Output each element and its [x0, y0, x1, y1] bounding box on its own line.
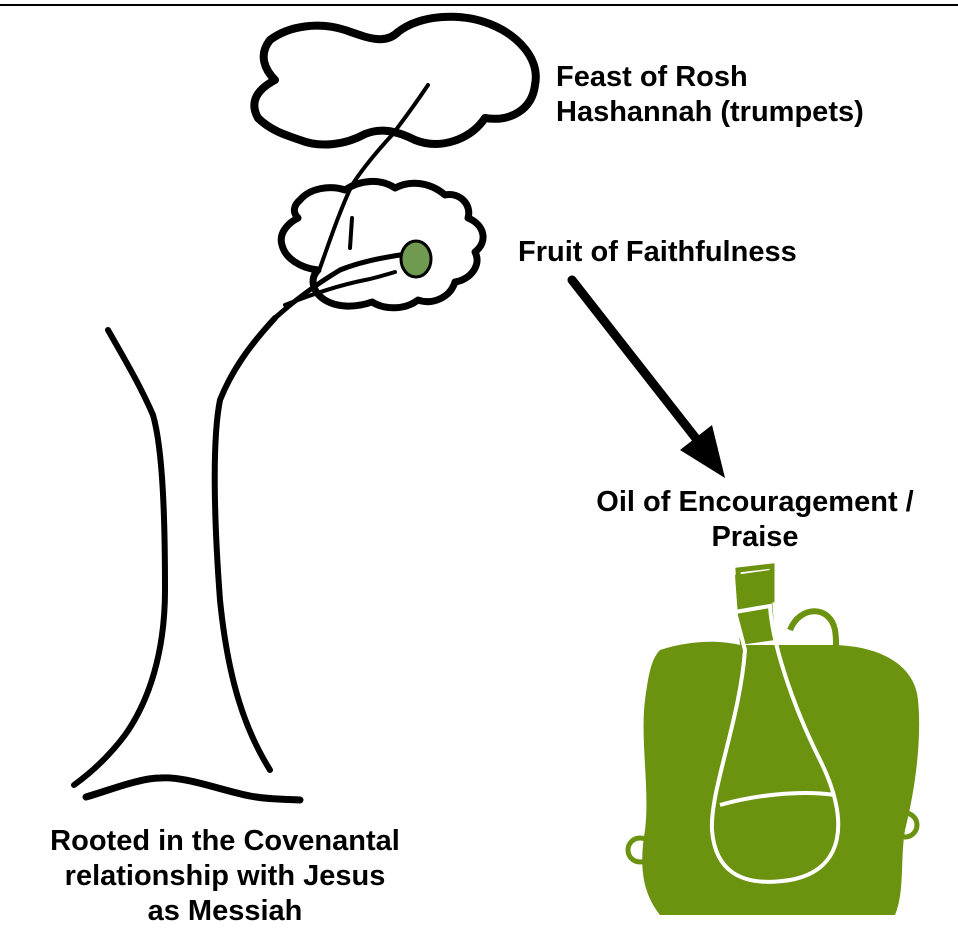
tree-trunk-right	[215, 318, 275, 770]
oil-jar-handle-hi	[800, 624, 826, 640]
tree-roots	[86, 778, 300, 800]
tree	[74, 17, 536, 800]
oil-jar-body	[642, 642, 919, 915]
arrow-shaft	[572, 280, 705, 450]
label-rooted-line-2: relationship with Jesus	[0, 859, 450, 894]
tree-leaf-lower	[281, 181, 483, 307]
fruit-olive	[401, 241, 431, 277]
oil-jar	[628, 566, 919, 915]
tree-branch-lower	[285, 272, 395, 305]
arrow	[572, 280, 725, 478]
tree-twig	[350, 218, 352, 248]
label-rooted: Rooted in the Covenantal relationship wi…	[0, 824, 450, 929]
label-rooted-line-3: as Messiah	[0, 894, 450, 929]
label-fruit: Fruit of Faithfulness	[518, 235, 797, 270]
label-oil: Oil of Encouragement / Praise	[560, 485, 950, 555]
label-oil-line-1: Oil of Encouragement /	[560, 485, 950, 520]
label-feast: Feast of Rosh Hashannah (trumpets)	[556, 60, 864, 130]
label-rooted-line-1: Rooted in the Covenantal	[0, 824, 450, 859]
label-fruit-line: Fruit of Faithfulness	[518, 235, 797, 270]
tree-trunk-left	[74, 330, 165, 785]
label-oil-line-2: Praise	[560, 520, 950, 555]
tree-leaf-upper	[254, 17, 535, 145]
label-feast-line-1: Feast of Rosh	[556, 60, 864, 95]
label-feast-line-2: Hashannah (trumpets)	[556, 95, 864, 130]
